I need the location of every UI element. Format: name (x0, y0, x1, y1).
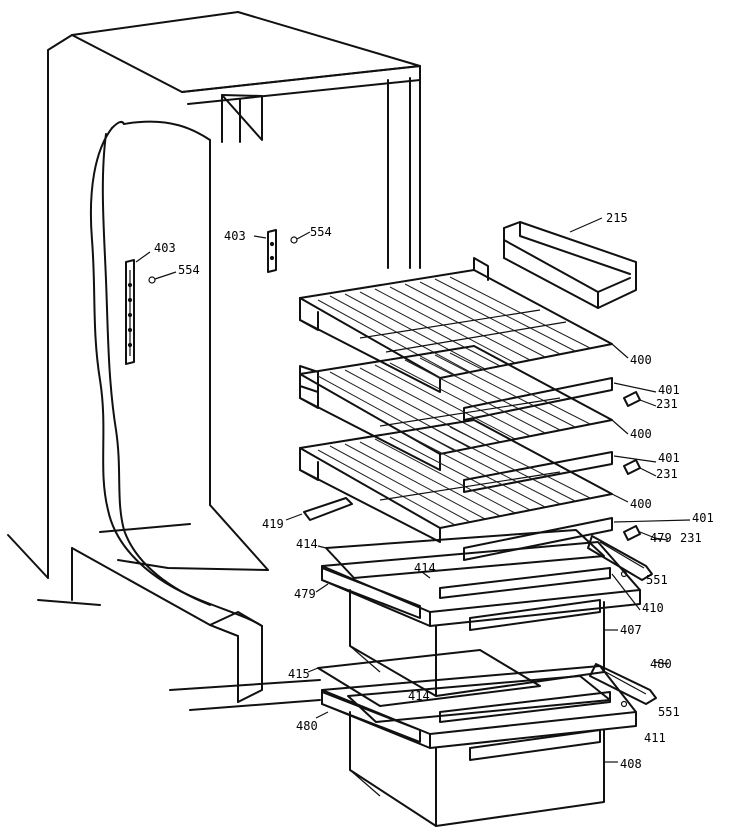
clip-231-3 (623, 525, 641, 541)
slide-rail-479-right (587, 535, 669, 581)
clip-231-2 (623, 459, 641, 475)
label-479-left: 479 (294, 587, 316, 601)
crisper-pan-407 (349, 570, 628, 697)
clip-231-1 (623, 391, 641, 407)
label-400-1: 400 (630, 353, 652, 367)
crisper-cover-upper (317, 529, 605, 579)
label-414-lower: 414 (408, 689, 430, 703)
bin-215 (503, 217, 637, 309)
label-231-2: 231 (656, 467, 678, 481)
label-400-3: 400 (630, 497, 652, 511)
wire-shelf-1 (299, 257, 629, 393)
label-414-upper-left: 414 (296, 537, 318, 551)
label-414-upper: 414 (414, 561, 436, 575)
screw-551-lower (620, 700, 628, 708)
label-215: 215 (606, 211, 628, 225)
label-231-1: 231 (656, 397, 678, 411)
label-400-2: 400 (630, 427, 652, 441)
label-407: 407 (620, 623, 642, 637)
label-551-upper: 551 (646, 573, 668, 587)
label-401-1: 401 (658, 383, 680, 397)
slide-rail-480-left (315, 691, 421, 743)
part-labels: 215 403 554 403 554 400 401 231 400 401 … (154, 211, 714, 771)
shelf-support-left (125, 251, 177, 365)
label-411: 411 (644, 731, 666, 745)
screw-554-right (290, 236, 298, 244)
label-419: 419 (262, 517, 284, 531)
shelf-support-right (253, 229, 311, 273)
shelf-rail-2 (463, 451, 657, 493)
label-554-left: 554 (178, 263, 200, 277)
label-554-right: 554 (310, 225, 332, 239)
crisper-cover-415 (307, 649, 541, 707)
crisper-pan-408 (349, 711, 618, 827)
label-401-3: 401 (692, 511, 714, 525)
screw-554-left (148, 276, 156, 284)
wire-shelf-2 (299, 345, 629, 471)
label-415: 415 (288, 667, 310, 681)
slide-rail-479-left (315, 567, 421, 619)
label-480-left: 480 (296, 719, 318, 733)
crisper-glass-414-lower (347, 675, 611, 723)
cabinet-shell (7, 11, 421, 711)
screw-551-upper (620, 570, 628, 578)
label-408: 408 (620, 757, 642, 771)
label-480-right: 480 (650, 657, 672, 671)
label-403-right: 403 (224, 229, 246, 243)
label-479-right: 479 (650, 531, 672, 545)
label-401-2: 401 (658, 451, 680, 465)
label-403-left: 403 (154, 241, 176, 255)
label-410: 410 (642, 601, 664, 615)
slide-rail-419 (285, 497, 353, 521)
crisper-frame-411 (321, 665, 637, 749)
slide-rail-480-right (589, 661, 669, 705)
label-231-3: 231 (680, 531, 702, 545)
shelf-rail-3 (463, 517, 691, 561)
label-551-lower: 551 (658, 705, 680, 719)
wire-shelf-3 (299, 419, 629, 543)
door-gasket (89, 120, 263, 627)
